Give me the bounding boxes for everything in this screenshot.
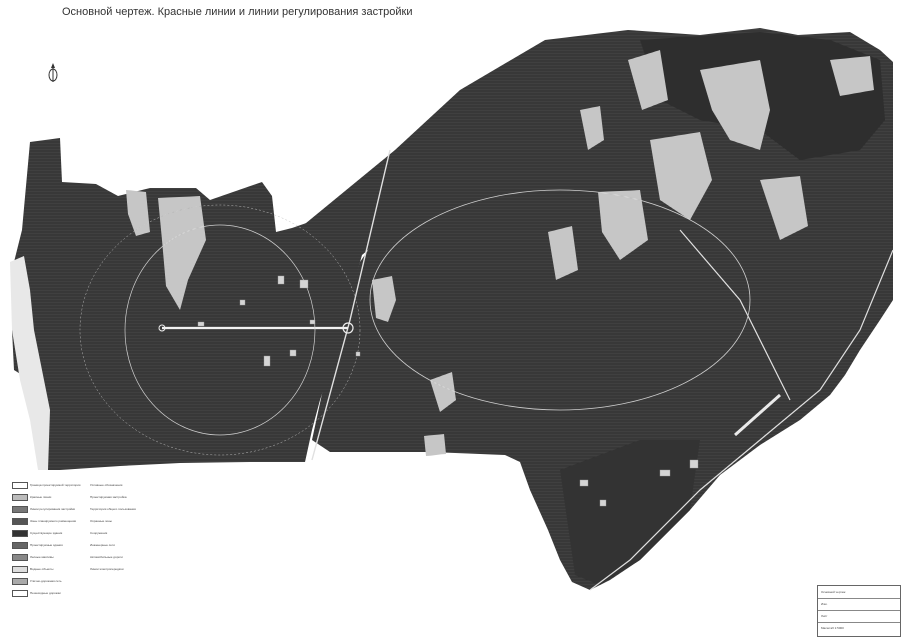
regulation-line-oval <box>79 204 361 456</box>
legend-label: Красные линии <box>30 495 52 499</box>
stamp-text: Изм. <box>821 602 828 606</box>
clearing-patch <box>580 106 604 150</box>
territory-east <box>300 28 893 590</box>
legend-label: Лесные массивы <box>30 555 54 559</box>
stamp-text: Масштаб 1:5000 <box>821 626 844 630</box>
north-arrow-icon <box>48 63 58 82</box>
legend-label: Граница проектируемой территории <box>30 483 81 487</box>
clearing-patch <box>598 190 648 260</box>
legend-label: Инженерные сети <box>90 543 115 547</box>
legend-swatch <box>12 494 28 501</box>
road-east-edge <box>589 249 894 591</box>
legend-swatch <box>12 578 28 585</box>
legend-label: Зоны планируемого размещения <box>30 519 77 523</box>
clearing-patch <box>430 372 456 412</box>
legend-label: Автомобильные дороги <box>90 555 123 559</box>
legend-swatch <box>12 590 28 597</box>
legend-label: Линии регулирования застройки <box>30 507 76 511</box>
regulation-line-oval <box>369 189 751 411</box>
legend-swatch <box>12 566 28 573</box>
legend-label: Проектируемые здания <box>30 543 63 547</box>
clearing-patch <box>548 226 578 280</box>
legend-swatch <box>12 542 28 549</box>
stamp-text: Лист <box>821 614 828 618</box>
east-facility-strip <box>734 393 781 437</box>
road-east-diagonal <box>679 229 791 401</box>
roundabout <box>158 324 166 332</box>
clearing-patch <box>700 60 770 150</box>
regulation-line-oval <box>124 224 316 436</box>
title-block-stamp: Основной чертеж Изм. Лист Масштаб 1:5000 <box>817 585 901 637</box>
forest-zone-south <box>560 440 700 585</box>
legend-swatch <box>12 554 28 561</box>
legend-label: Проектируемая застройка <box>90 495 127 499</box>
clearing-patch <box>830 56 874 96</box>
legend-swatch <box>12 530 28 537</box>
clearing-patch <box>158 196 206 310</box>
legend-label: Условные обозначения <box>90 483 123 487</box>
map-legend: Граница проектируемой территории Красные… <box>10 478 320 628</box>
buildings-cluster <box>197 275 699 507</box>
legend-label: Территория общего пользования <box>90 507 136 511</box>
legend-swatch <box>12 518 28 525</box>
legend-label: Охранные зоны <box>90 519 112 523</box>
legend-label: Пешеходные дорожки <box>30 591 61 595</box>
legend-label: Существующие здания <box>30 531 63 535</box>
legend-label: Улично-дорожная сеть <box>30 579 62 583</box>
clearing-patch <box>760 176 808 240</box>
legend-swatch <box>12 506 28 513</box>
territory-west <box>12 138 392 470</box>
river <box>10 256 50 470</box>
clearing-patch <box>126 190 150 236</box>
clearing-patch <box>650 132 712 220</box>
clearing-patch <box>424 434 446 456</box>
roundabout <box>342 322 354 334</box>
legend-swatch <box>12 482 28 489</box>
stamp-text: Основной чертеж <box>821 590 846 594</box>
legend-label: Линии электропередачи <box>90 567 124 571</box>
clearing-patch <box>628 50 668 110</box>
legend-label: Сооружения <box>90 531 108 535</box>
legend-label: Водные объекты <box>30 567 54 571</box>
clearing-patch <box>372 276 396 322</box>
page-title: Основной чертеж. Красные линии и линии р… <box>62 6 413 18</box>
